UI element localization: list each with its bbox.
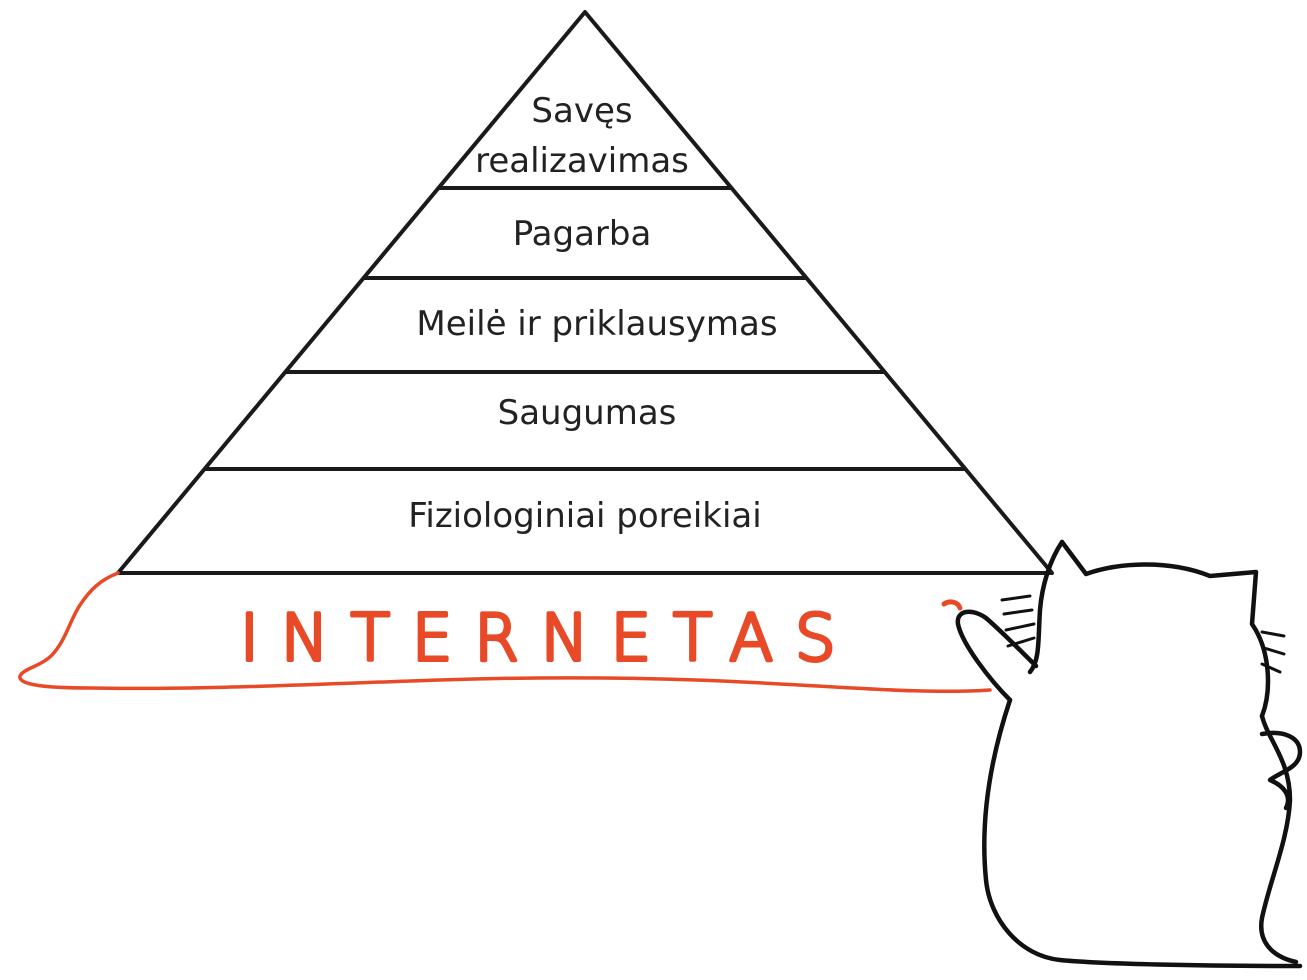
internet-label: INTERNETAS (240, 602, 858, 676)
cat-head (1059, 539, 1271, 719)
internet-base-outline (18, 571, 992, 694)
level-label-physiological: Fiziologiniai poreikiai (408, 496, 761, 536)
cat-body (1259, 713, 1299, 965)
cat-arm (955, 609, 1039, 703)
pyramid-outline (116, 10, 1054, 575)
level-label-esteem: Pagarba (513, 214, 652, 254)
internet-base-layer: INTERNETAS (18, 571, 992, 694)
cat-whiskers-left (1000, 594, 1036, 648)
cat-illustration (941, 539, 1303, 969)
cat-paw-claw (941, 599, 963, 611)
cat-cheek (1027, 539, 1065, 675)
cat-whiskers-right (1260, 630, 1286, 674)
level-label-love-belonging: Meilė ir priklausymas (416, 304, 777, 344)
level-label-self-actualization-line-1: Savęs (531, 91, 632, 131)
level-label-safety: Saugumas (498, 393, 677, 433)
cat-belly (982, 697, 1303, 969)
pyramid-labels: Savęs realizavimas Pagarba Meilė ir prik… (408, 91, 777, 536)
level-label-self-actualization-line-2: realizavimas (475, 141, 689, 181)
pyramid (116, 10, 1054, 575)
cat-tail (1259, 730, 1303, 811)
